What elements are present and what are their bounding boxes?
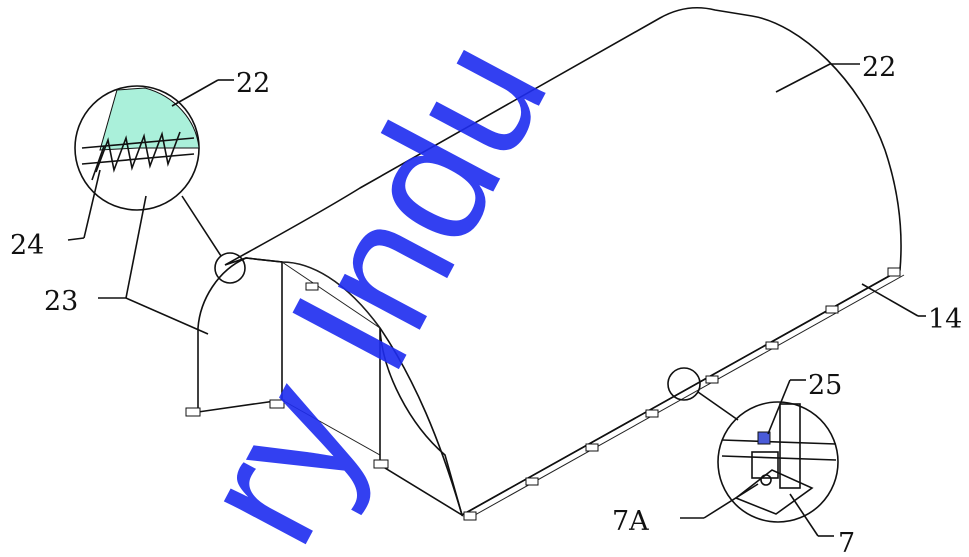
foot-plate [373,459,389,469]
leader-post [789,493,819,537]
seam-detail-stitching [95,131,181,173]
seam-detail [74,85,246,284]
clamp-detail-post [779,403,801,489]
foot-plate [825,305,839,314]
seam-detail-cover-wedge [99,87,200,151]
seam-detail-marker [214,252,246,284]
foot-plate [305,282,319,291]
leader-end-wall-inset [125,195,147,299]
foot-plate [525,477,539,486]
clamp-detail [667,367,839,523]
callouts: 22 22 24 23 14 25 7A 7 [10,52,962,557]
clamp-detail-clamp-body [751,451,779,479]
leader-seam-tick [67,237,85,241]
foot-plate [705,375,719,384]
watermark: ry Indu [161,9,584,557]
leader-clamp [767,379,791,435]
foot-plate [765,341,779,350]
seam-detail-rail-top [81,137,195,149]
leader-base-rail [861,283,919,317]
clamp-detail-plate [734,469,814,515]
watermark-text: ry Indu [161,9,584,557]
foot-plate [463,511,477,521]
leader-seam [83,169,101,239]
clamp-detail-rail-bottom [721,455,837,461]
label-post: 7 [838,528,855,557]
label-base-rail: 14 [928,304,962,335]
foot-plate [887,267,901,277]
seam-detail-rail-bottom [81,153,195,165]
cover-ridge-line [281,261,381,329]
door-flap [379,327,464,517]
leader-cover-top [775,63,831,93]
foot-plate [185,407,201,417]
label-cover-top: 22 [862,52,896,83]
label-clamp-plate: 7A [612,506,649,537]
label-end-wall: 23 [44,286,78,317]
leader-clamp-plate [703,483,759,519]
foot-plates [185,267,901,521]
label-clamp: 25 [808,370,842,401]
clamp-detail-rail-top [721,439,837,445]
seam-detail-flap [91,145,105,181]
leader-cover-inset [171,79,219,107]
leader-end-wall [125,297,209,335]
tent-structure [185,7,905,521]
label-cover-inset: 22 [236,68,270,99]
clamp-detail-connector [697,391,739,421]
clamp-detail-frame [717,401,839,523]
foot-plate [585,443,599,452]
clamp-detail-bolt [760,474,772,486]
label-seam: 24 [10,230,44,261]
seam-detail-connector [181,195,222,257]
clamp-detail-clamp-bracket [757,431,771,445]
clamp-detail-marker [667,367,701,401]
foot-plate [269,399,285,409]
base-rail-lower [465,274,905,521]
foot-plate [645,409,659,418]
